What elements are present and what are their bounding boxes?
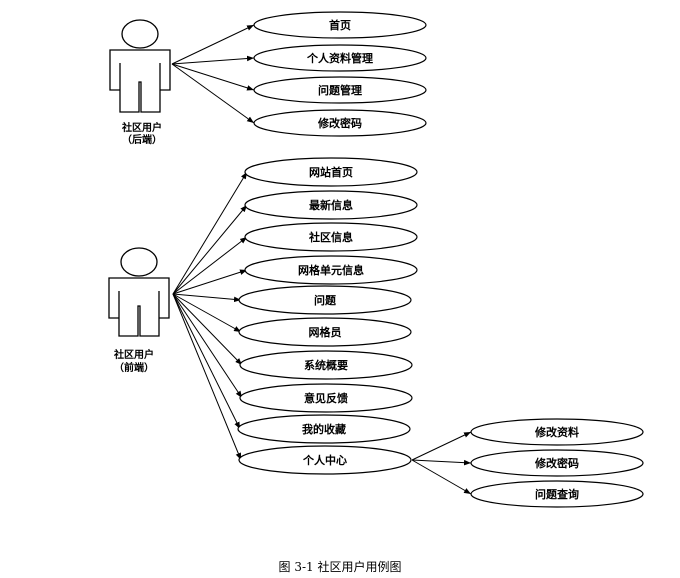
arrow-frontend-3 bbox=[172, 269, 248, 295]
use-case-backend-3-ellipse bbox=[253, 109, 427, 137]
arrow-frontend-9 bbox=[172, 293, 242, 461]
use-case-frontend-3-label: 网格单元信息 bbox=[298, 263, 364, 277]
use-case-personal-0-ellipse bbox=[470, 418, 644, 446]
actor-frontend-role: （前端） bbox=[114, 361, 154, 374]
use-case-backend-2: 问题管理 bbox=[253, 76, 427, 104]
use-case-frontend-3-ellipse bbox=[244, 255, 418, 285]
use-case-backend-1: 个人资料管理 bbox=[253, 44, 427, 72]
use-case-frontend-0-ellipse bbox=[244, 157, 418, 187]
use-case-personal-2-label: 问题查询 bbox=[535, 487, 579, 501]
use-case-backend-3-label: 修改密码 bbox=[317, 116, 362, 130]
use-case-backend-3: 修改密码 bbox=[253, 109, 427, 137]
arrow-personal-0 bbox=[411, 431, 472, 461]
use-case-frontend-5-label: 网格员 bbox=[309, 325, 342, 339]
use-case-frontend-2-ellipse bbox=[244, 222, 418, 252]
use-case-frontend-7-label: 意见反馈 bbox=[304, 391, 348, 405]
use-case-personal-0: 修改资料 bbox=[470, 418, 644, 446]
arrow-frontend-6 bbox=[172, 293, 243, 366]
arrow-frontend-2 bbox=[172, 236, 248, 295]
use-case-diagram: 社区用户 （后端） 社区用户 （前端） 首页个人资料管理问题管理修改密码网站首页… bbox=[108, 11, 644, 508]
actor-frontend bbox=[108, 247, 170, 337]
actor-frontend-body bbox=[108, 277, 170, 337]
actor-backend bbox=[109, 19, 171, 113]
use-case-frontend-2-label: 社区信息 bbox=[308, 230, 353, 244]
use-case-personal-1: 修改密码 bbox=[470, 449, 644, 477]
arrow-frontend-4 bbox=[172, 293, 242, 303]
arrow-frontend-5 bbox=[172, 293, 242, 333]
use-case-frontend-9-label: 个人中心 bbox=[302, 453, 347, 467]
use-case-backend-0: 首页 bbox=[253, 11, 427, 39]
arrow-frontend-7 bbox=[172, 293, 243, 399]
use-case-frontend-9-ellipse bbox=[238, 445, 412, 475]
use-case-personal-2: 问题查询 bbox=[470, 480, 644, 508]
use-case-frontend-5-ellipse bbox=[238, 317, 412, 347]
arrow-backend-0 bbox=[171, 24, 255, 65]
actor-backend-role: （后端） bbox=[122, 133, 162, 146]
actor-frontend-head bbox=[120, 247, 158, 277]
arrow-frontend-0 bbox=[172, 171, 248, 295]
use-case-frontend-1-ellipse bbox=[244, 190, 418, 220]
use-case-frontend-1-label: 最新信息 bbox=[309, 198, 353, 212]
use-case-frontend-7-ellipse bbox=[239, 383, 413, 413]
use-case-frontend-6-label: 系统概要 bbox=[304, 358, 348, 372]
use-case-frontend-4-ellipse bbox=[238, 285, 412, 315]
arrow-backend-2 bbox=[171, 63, 255, 91]
use-case-personal-2-ellipse bbox=[470, 480, 644, 508]
use-case-backend-2-label: 问题管理 bbox=[318, 83, 362, 97]
use-case-personal-0-label: 修改资料 bbox=[534, 425, 579, 439]
use-case-backend-1-ellipse bbox=[253, 44, 427, 72]
use-case-frontend-8-label: 我的收藏 bbox=[302, 422, 346, 436]
arrow-frontend-1 bbox=[172, 204, 248, 295]
use-case-backend-0-label: 首页 bbox=[329, 18, 351, 32]
actor-backend-head bbox=[121, 19, 159, 49]
use-case-frontend-1: 最新信息 bbox=[244, 190, 418, 220]
actor-backend-body bbox=[109, 49, 171, 113]
use-case-personal-1-label: 修改密码 bbox=[534, 456, 579, 470]
use-case-backend-1-label: 个人资料管理 bbox=[306, 51, 373, 65]
use-case-backend-2-ellipse bbox=[253, 76, 427, 104]
use-case-frontend-7: 意见反馈 bbox=[239, 383, 413, 413]
use-case-frontend-9: 个人中心 bbox=[238, 445, 412, 475]
use-case-backend-0-ellipse bbox=[253, 11, 427, 39]
use-case-frontend-0: 网站首页 bbox=[244, 157, 418, 187]
use-case-frontend-5: 网格员 bbox=[238, 317, 412, 347]
arrow-personal-2 bbox=[411, 459, 472, 495]
arrow-personal-1 bbox=[411, 459, 472, 466]
arrow-backend-3 bbox=[171, 63, 255, 124]
use-case-frontend-2: 社区信息 bbox=[244, 222, 418, 252]
use-case-frontend-6-ellipse bbox=[239, 350, 413, 380]
arrow-frontend-8 bbox=[172, 293, 241, 430]
use-case-frontend-3: 网格单元信息 bbox=[244, 255, 418, 285]
actor-backend-name: 社区用户 bbox=[121, 121, 162, 134]
use-case-frontend-0-label: 网站首页 bbox=[309, 165, 353, 179]
use-case-frontend-6: 系统概要 bbox=[239, 350, 413, 380]
figure-caption: 图 3-1 社区用户用例图 bbox=[278, 560, 402, 574]
use-case-personal-1-ellipse bbox=[470, 449, 644, 477]
use-cases: 首页个人资料管理问题管理修改密码网站首页最新信息社区信息网格单元信息问题网格员系… bbox=[237, 11, 644, 508]
use-case-frontend-4-label: 问题 bbox=[314, 293, 337, 307]
actor-frontend-name: 社区用户 bbox=[113, 348, 154, 361]
use-case-frontend-8: 我的收藏 bbox=[237, 414, 411, 444]
use-case-frontend-4: 问题 bbox=[238, 285, 412, 315]
association-lines bbox=[171, 24, 472, 495]
arrow-backend-1 bbox=[171, 55, 255, 65]
use-case-frontend-8-ellipse bbox=[237, 414, 411, 444]
